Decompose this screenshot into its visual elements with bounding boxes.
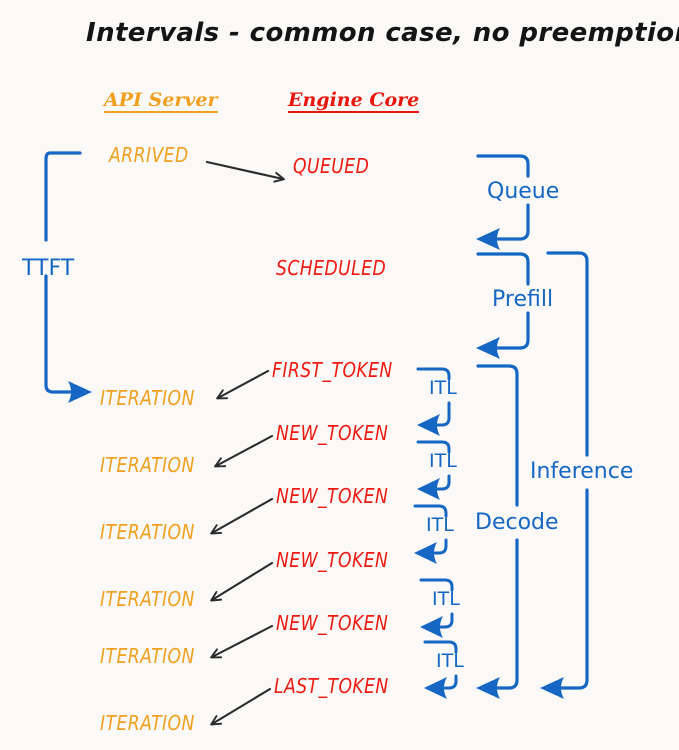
state-new-token-2: NEW_TOKEN	[276, 484, 389, 508]
arrow-new-token-3-to-iteration	[210, 561, 274, 602]
arrow-last-token-to-iteration	[210, 687, 272, 726]
measurement-label-itl-2: ITL	[429, 450, 457, 472]
measurement-label-ttft: TTFT	[22, 256, 75, 281]
arrow-first-token-to-iteration	[216, 369, 270, 400]
state-iteration-1: ITERATION	[100, 386, 195, 410]
state-first-token: FIRST_TOKEN	[272, 358, 393, 382]
measurement-label-queue: Queue	[487, 179, 560, 204]
arrow-new-token-1-to-iteration	[214, 434, 274, 468]
state-iteration-4: ITERATION	[100, 587, 195, 611]
state-new-token-1: NEW_TOKEN	[276, 421, 389, 445]
column-header-engine-core: Engine Core	[288, 89, 420, 113]
arrow-new-token-4-to-iteration	[210, 624, 274, 659]
page-title: Intervals - common case, no preemptions	[86, 18, 679, 48]
state-iteration-6: ITERATION	[100, 711, 195, 735]
column-header-api-server: API Server	[104, 89, 218, 113]
measurement-label-prefill: Prefill	[492, 287, 554, 312]
state-new-token-4: NEW_TOKEN	[276, 611, 389, 635]
state-queued: QUEUED	[293, 154, 370, 178]
measurement-label-itl-4: ITL	[432, 588, 460, 610]
arrow-new-token-2-to-iteration	[210, 497, 274, 535]
measurement-label-itl-5: ITL	[436, 650, 464, 672]
measurement-label-decode: Decode	[475, 510, 559, 535]
state-iteration-5: ITERATION	[100, 644, 195, 668]
state-iteration-3: ITERATION	[100, 520, 195, 544]
state-iteration-2: ITERATION	[100, 453, 195, 477]
state-new-token-3: NEW_TOKEN	[276, 548, 389, 572]
measurement-label-itl-3: ITL	[426, 514, 454, 536]
state-scheduled: SCHEDULED	[276, 256, 387, 280]
state-arrived: ARRIVED	[109, 143, 189, 167]
state-last-token: LAST_TOKEN	[274, 674, 389, 698]
measurement-label-inference: Inference	[530, 459, 634, 484]
arrow-arrived-to-queued	[205, 160, 285, 183]
measurement-label-itl-1: ITL	[429, 377, 457, 399]
